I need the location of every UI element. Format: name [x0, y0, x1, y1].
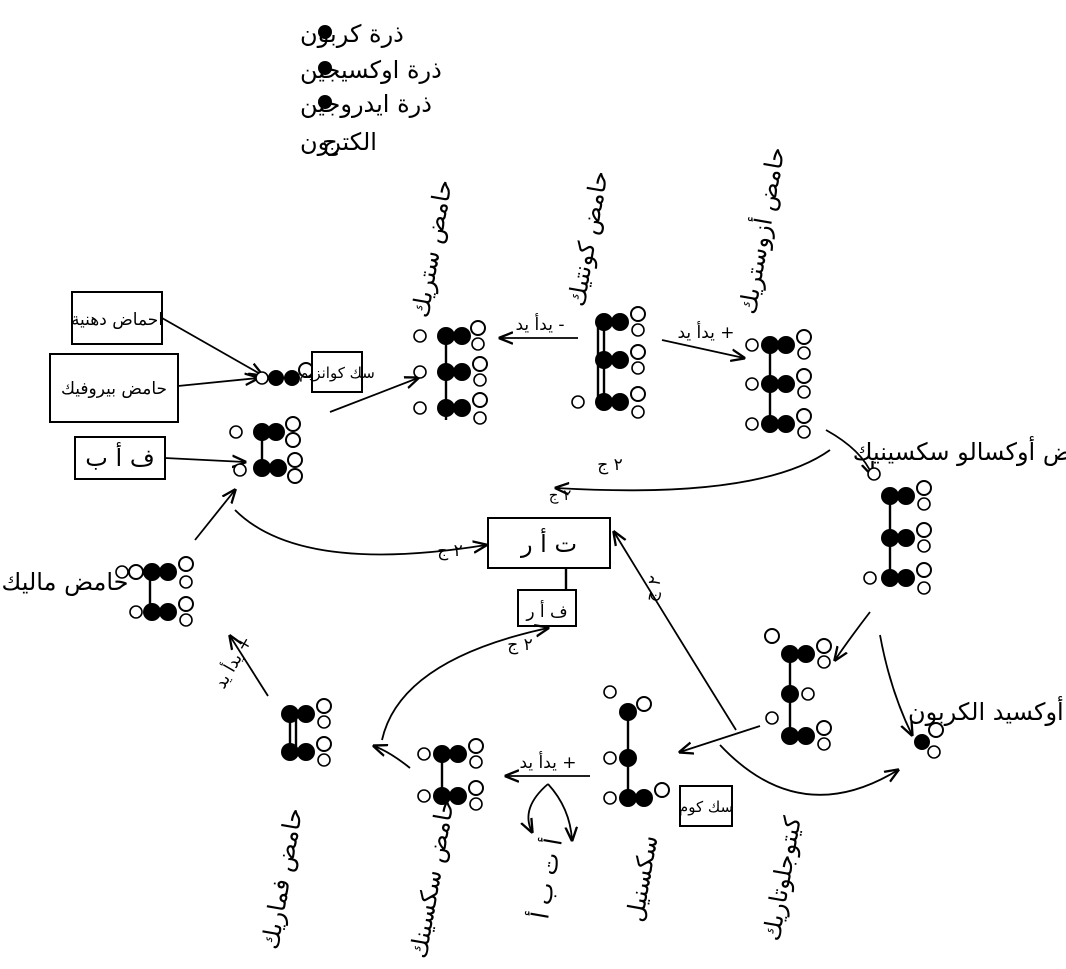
cis-iso-arrow	[661, 339, 744, 358]
oxalosuccinic-label-1: حامض أوكسالو سكسينيك	[853, 436, 1066, 466]
fatty-acids-box: احماض دهنية	[71, 291, 163, 345]
acetyl-box: ف أ ب	[74, 436, 166, 480]
citric-label: حامض ستريك	[406, 177, 458, 319]
carbon-legend-dot	[318, 25, 332, 39]
succinic-fumaric-arrow	[374, 746, 411, 769]
bottom-products-label: أ ت ب أ	[524, 836, 568, 921]
co2-label: ثاني أوكسيد الكربون	[908, 696, 1066, 726]
tpn-label: ت أ ر	[520, 528, 577, 558]
oxygen-legend-dot	[318, 61, 332, 75]
fad-box: ف أ ر	[517, 589, 577, 627]
pyruvic-to-acetyl-arrow	[177, 378, 258, 387]
isocitric-molecule	[745, 329, 812, 439]
ketoglutaric-molecule	[764, 628, 832, 751]
succinic-label: حامض سكسينك	[404, 797, 460, 961]
citric-molecule	[413, 320, 488, 425]
cis-aconitic-label: حامض كونتيك	[562, 169, 613, 309]
succinyl-coa-molecule: سك كوم	[603, 685, 733, 827]
electron-arc-malic	[234, 509, 486, 556]
plus-water-1-label: + يدأ يد	[677, 321, 734, 343]
oxaloacetate-molecule	[229, 416, 303, 484]
two-e-1-label: ٢ ج	[437, 541, 463, 561]
atp-out-arrow	[528, 783, 549, 832]
pyruvic-box: حامض بيروفيك	[49, 353, 179, 423]
pyruvic-label: حامض بيروفيك	[61, 379, 167, 399]
oxalo-keto-arrow	[835, 611, 871, 660]
electron-arc-keto	[614, 532, 737, 731]
malic-molecule	[115, 556, 194, 627]
fumaric-label: حامض فماريك	[256, 806, 308, 952]
acetyl-label: ف أ ب	[85, 442, 154, 472]
fatty-to-acetyl-arrow	[161, 317, 262, 375]
fumaric-molecule	[281, 698, 332, 767]
atp-in-arrow	[547, 783, 572, 840]
legend-carbon-label: ذرة كربون	[300, 20, 404, 48]
legend: ذرة كربون ذرة اوكسيجين ذرة ايدروجين ج ال…	[300, 20, 442, 156]
oxalo-co2-arrow	[879, 634, 912, 735]
malic-oxalo-arrow	[194, 490, 235, 541]
keto-co2-arrow	[719, 744, 898, 796]
cis-aconitic-molecule	[571, 306, 646, 419]
legend-oxygen-label: ذرة اوكسيجين	[300, 56, 442, 84]
co2-molecule	[914, 722, 944, 759]
succinic-molecule	[417, 738, 484, 811]
fad-label: ف أ ر	[525, 600, 567, 622]
acetyl-input-arrow	[164, 458, 245, 462]
electron-legend-symbol: ج	[322, 128, 338, 156]
electron-arc-succinic	[381, 628, 548, 741]
to-citric-arrow	[329, 378, 418, 413]
oxalosuccinic-molecule	[863, 467, 932, 595]
ketoglutaric-label: كيتوجلوتاريك	[757, 814, 807, 943]
plus-water-2-label: + يدأ يد	[519, 751, 576, 773]
acetyl-coa-label: سك كوانزيم	[299, 364, 375, 382]
fatty-acids-label: احماض دهنية	[71, 310, 163, 330]
minus-water-label: - يدأ يد	[516, 313, 565, 335]
two-e-4-label: ٢ ج	[507, 635, 533, 655]
acetyl-coa-molecule: سك كوانزيم	[255, 351, 375, 393]
two-e-5-label: ٢ ج	[549, 486, 572, 505]
fumaric-malic-arrow	[230, 636, 269, 697]
succinyl-coa-label: سك كوم	[679, 798, 733, 816]
succinyl-label: سكسنيل	[621, 833, 664, 924]
two-e-2-label: ٢ ج	[597, 455, 623, 475]
legend-electron-label: الكترون	[300, 128, 377, 156]
legend-hydrogen-label: ذرة ايدروجين	[300, 90, 432, 118]
two-e-3-label: ٢ ج	[640, 574, 666, 604]
tpn-box: ت أ ر	[487, 517, 611, 569]
malic-label: حامض ماليك	[2, 568, 129, 596]
electron-arc-iso	[556, 449, 831, 490]
keto-succinyl-arrow	[680, 725, 761, 752]
hydrogen-legend-dot	[318, 95, 332, 109]
isocitric-label: حامض أزوستريك	[732, 144, 791, 316]
